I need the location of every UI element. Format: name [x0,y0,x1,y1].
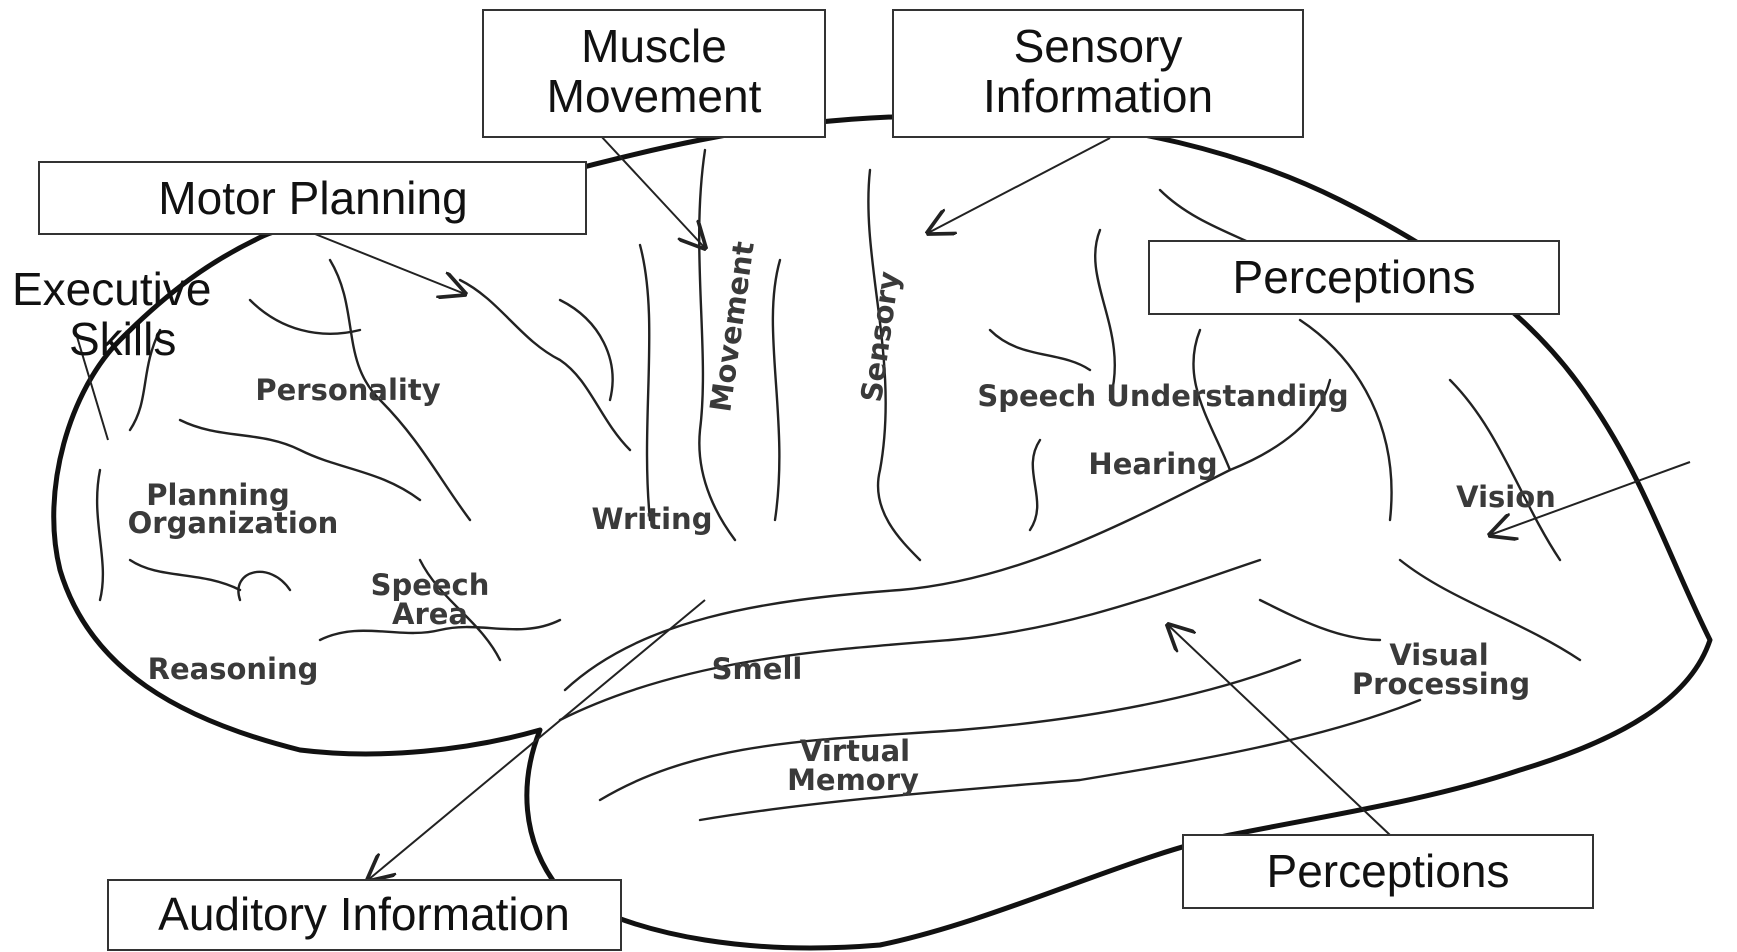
callout-muscle-movement-line1: Muscle [581,20,727,72]
callout-executive-skills-line1: Executive [12,263,211,315]
callout-auditory-information: Auditory Information [108,880,621,950]
callout-muscle-movement: Muscle Movement [483,10,825,137]
callout-auditory-information-text: Auditory Information [158,888,570,940]
callout-sensory-information-line1: Sensory [1014,20,1183,72]
region-label-writing: Writing [592,502,713,536]
callout-muscle-movement-line2: Movement [547,70,762,122]
region-label-memory: Memory [787,763,919,797]
callout-sensory-information-line2: Information [983,70,1213,122]
callout-motor-planning-text: Motor Planning [158,172,467,224]
region-label-smell: Smell [712,652,803,686]
region-label-area: Area [392,597,468,631]
region-label-vision: Vision [1456,480,1556,514]
region-label-processing: Processing [1352,667,1530,701]
callout-executive-skills-line2: Skills [69,313,176,365]
region-label-reasoning: Reasoning [148,652,319,686]
callout-perceptions-bottom-text: Perceptions [1267,845,1510,897]
region-label-organization: Organization [128,506,339,540]
callout-perceptions-top: Perceptions [1149,241,1559,314]
callout-sensory-information: Sensory Information [893,10,1303,137]
region-label-hearing: Hearing [1088,447,1217,481]
region-label-personality: Personality [255,373,440,407]
callout-motor-planning: Motor Planning [39,162,586,234]
callout-perceptions-top-text: Perceptions [1233,251,1476,303]
region-label-speech-understanding: Speech Understanding [977,379,1348,413]
callout-perceptions-bottom: Perceptions [1183,835,1593,908]
